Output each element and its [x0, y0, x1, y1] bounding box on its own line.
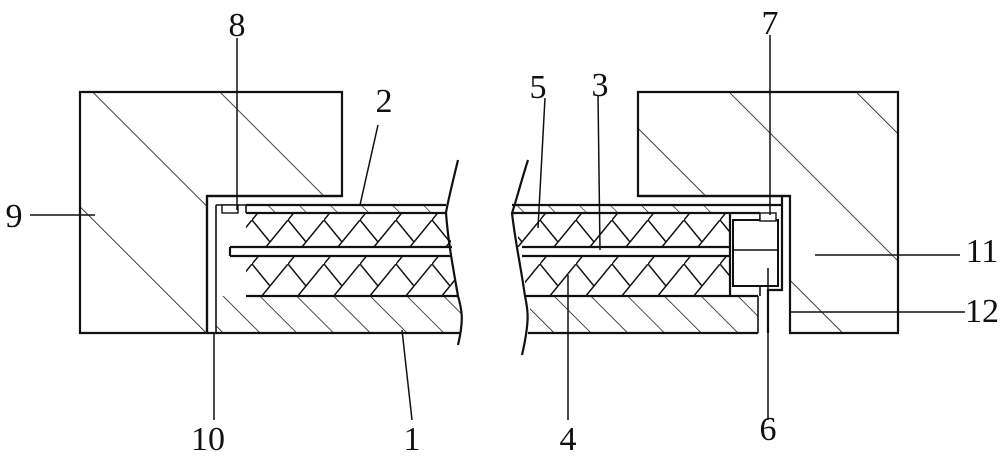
plate-assembly-left [207, 159, 463, 346]
label-9: 9 [6, 198, 23, 235]
label-3: 3 [592, 67, 609, 104]
label-8: 8 [229, 7, 246, 44]
label-10: 10 [191, 421, 225, 458]
label-2: 2 [376, 83, 393, 120]
label-5: 5 [530, 69, 547, 106]
label-1: 1 [404, 421, 421, 458]
label-12: 12 [965, 293, 999, 330]
leader-lines [30, 35, 965, 421]
label-6: 6 [760, 411, 777, 448]
label-11: 11 [966, 233, 999, 270]
part-labels: 8 2 5 3 7 9 11 12 10 1 4 6 [6, 5, 1000, 458]
label-4: 4 [560, 421, 577, 458]
label-7: 7 [762, 5, 779, 42]
